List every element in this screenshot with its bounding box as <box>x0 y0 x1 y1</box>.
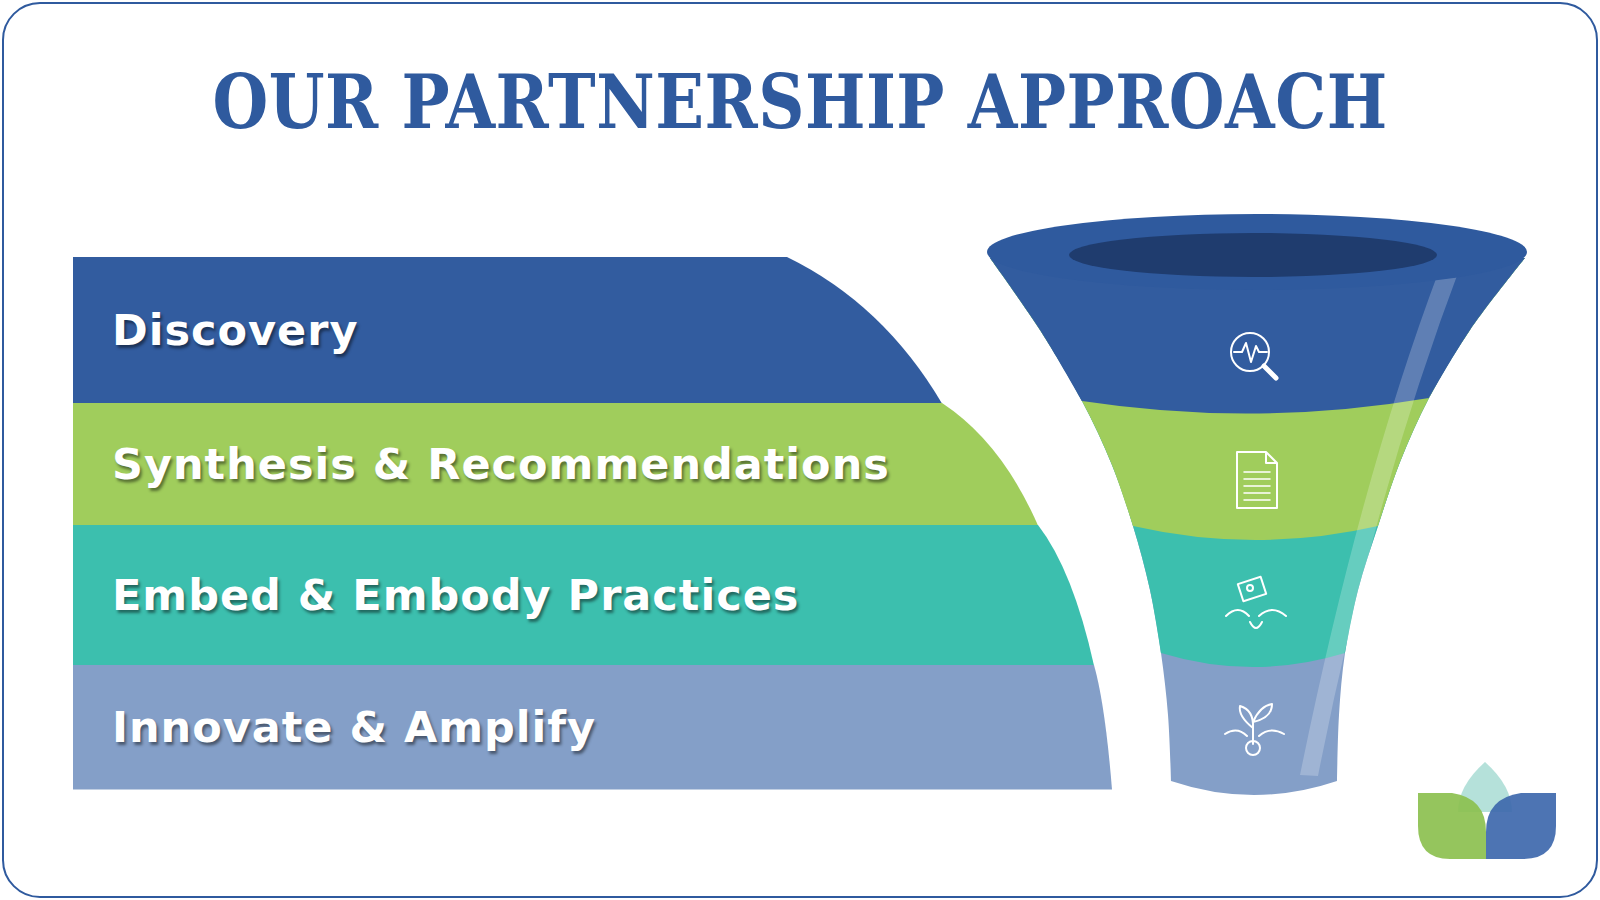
logo-leaf-left <box>1418 793 1486 859</box>
seedling-leaf <box>1240 706 1253 728</box>
practice-icon <box>1226 577 1286 628</box>
stage-band: Embed & Embody Practices <box>73 525 1094 665</box>
hands-curve <box>1226 610 1286 616</box>
card-shape <box>1238 577 1266 602</box>
pulse-line <box>1234 343 1267 362</box>
document-icon <box>1237 452 1277 508</box>
stage-label: Synthesis & Recommendations <box>112 403 890 525</box>
seed-circle <box>1246 741 1260 755</box>
stage-icons <box>1225 333 1286 755</box>
magnifier-icon <box>1231 333 1276 378</box>
ground-curve <box>1225 730 1284 736</box>
stage-label: Embed & Embody Practices <box>112 525 799 665</box>
funnel-opening <box>1069 233 1437 277</box>
stage-band: Innovate & Amplify <box>73 665 1112 789</box>
logo-leaf-right <box>1486 793 1556 859</box>
band-fill <box>73 257 942 404</box>
stage-band: Discovery <box>73 257 942 403</box>
funnel-rim <box>987 214 1527 290</box>
band-fill <box>73 665 1112 790</box>
glass-highlight <box>1300 262 1462 776</box>
seedling-leaf <box>1253 704 1272 722</box>
gear-dot <box>1247 585 1253 591</box>
band-fill <box>73 403 1038 526</box>
stage-band: Synthesis & Recommendations <box>73 403 1038 525</box>
stage-label: Innovate & Amplify <box>112 665 596 789</box>
logo-mark <box>1418 762 1556 859</box>
stage-label: Discovery <box>112 257 359 403</box>
seedling-icon <box>1225 704 1284 755</box>
band-fill <box>73 525 1094 666</box>
document-outline <box>1237 452 1277 508</box>
page-title: OUR PARTNERSHIP APPROACH <box>0 55 1600 149</box>
seed-curve <box>1250 622 1262 628</box>
document-lines <box>1244 472 1270 500</box>
magnifier-handle <box>1264 366 1276 378</box>
